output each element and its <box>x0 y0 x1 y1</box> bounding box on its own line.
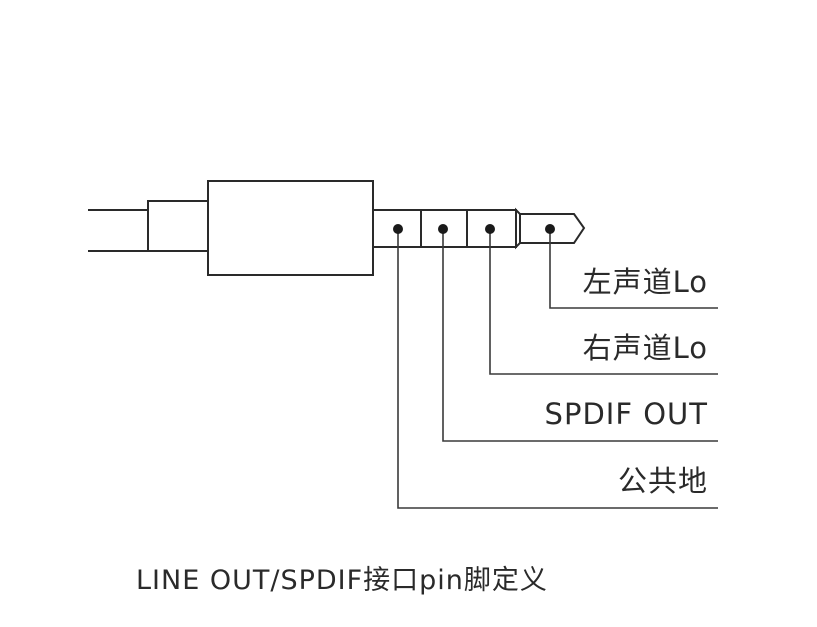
pin-label-left-channel: 左声道Lo <box>583 265 708 299</box>
cable <box>88 209 148 252</box>
plug-shaft <box>372 207 586 250</box>
leader-line-spdif <box>442 229 718 442</box>
pin-labels: 左声道Lo 右声道Lo SPDIF OUT 公共地 <box>545 265 708 498</box>
strain-relief <box>147 200 209 252</box>
tip-neck <box>515 207 521 250</box>
pin-label-right-channel: 右声道Lo <box>583 331 708 365</box>
contact-dot-sleeve <box>393 224 403 234</box>
contact-dot-ring2 <box>438 224 448 234</box>
diagram-caption: LINE OUT/SPDIF接口pin脚定义 <box>136 565 548 596</box>
leader-line-left-channel <box>549 229 718 309</box>
leader-line-ground <box>397 229 718 509</box>
contact-dot-ring1 <box>485 224 495 234</box>
pin-label-ground: 公共地 <box>618 464 708 498</box>
plug-housing <box>207 180 374 276</box>
pin-label-spdif: SPDIF OUT <box>545 397 708 431</box>
leader-line-right-channel <box>489 229 718 375</box>
leader-lines <box>397 229 718 509</box>
contact-dot-tip <box>545 224 555 234</box>
contact-points <box>393 224 555 234</box>
tip-segment <box>520 213 586 244</box>
